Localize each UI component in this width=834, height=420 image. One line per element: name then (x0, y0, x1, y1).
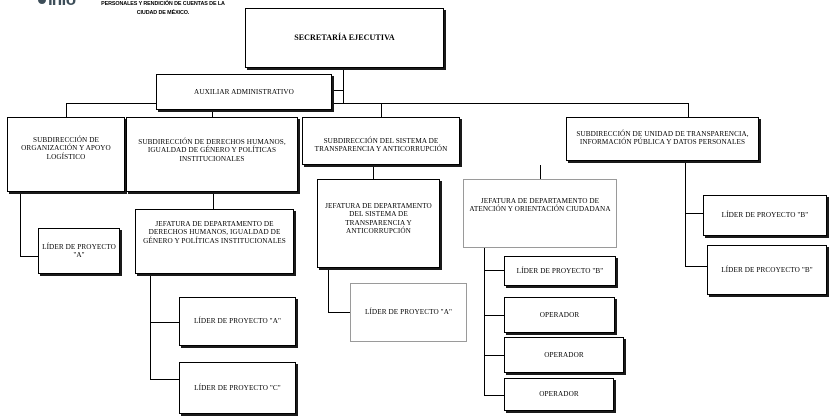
connector-line (150, 379, 179, 380)
operador-label-2: OPERADOR (544, 350, 584, 359)
connector-line (332, 90, 344, 91)
connector-line (685, 266, 707, 267)
lider-proyecto-a-dh-label: LÍDER DE PROYECTO "A" (193, 317, 282, 326)
lider-proyecto-c-dh-label: LÍDER DE PROYECTO "C" (194, 383, 281, 392)
connector-line (343, 90, 344, 103)
connector-line (328, 268, 329, 313)
connector-line (381, 103, 382, 117)
jefatura-sistema-transparencia-label: JEFATURA DE DEPARTAMENTO DEL SISTEMA DE … (325, 202, 432, 235)
subdireccion-organizacion-box: SUBDIRECCIÓN DE ORGANIZACIÓN Y APOYO LOG… (7, 117, 125, 192)
connector-line (20, 256, 38, 257)
connector-line (484, 395, 504, 396)
connector-line (688, 103, 689, 117)
subdireccion-derechos-humanos-label: SUBDIRECCIÓN DE DERECHOS HUMANOS, IGUALD… (138, 138, 286, 163)
operador-label-1: OPERADOR (539, 310, 580, 319)
subdireccion-transparencia-anticorrupcion-label: SUBDIRECCIÓN DEL SISTEMA DE TRANSPARENCI… (314, 137, 448, 154)
connector-line (328, 312, 350, 313)
connector-line (484, 270, 504, 271)
logo-mark-icon (38, 0, 46, 4)
connector-line (150, 322, 179, 323)
auxiliar-administrativo-box: AUXILIAR ADMINISTRATIVO (156, 74, 332, 110)
connector-line (685, 213, 703, 214)
lider-proyecto-c-dh-box: LÍDER DE PROYECTO "C" (179, 362, 296, 414)
jefatura-atencion-ciudadana-label: JEFATURA DE DEPARTAMENTO DE ATENCIÓN Y O… (469, 197, 611, 214)
connector-line (213, 191, 214, 209)
secretaria-ejecutiva-box: SECRETARÍA EJECUTIVA (245, 8, 444, 68)
subdireccion-derechos-humanos-box: SUBDIRECCIÓN DE DERECHOS HUMANOS, IGUALD… (126, 117, 298, 192)
connector-line (212, 103, 213, 117)
operador-label-3: OPERADOR (539, 390, 579, 399)
secretaria-ejecutiva-label: SECRETARÍA EJECUTIVA (294, 33, 395, 43)
lider-proyecto-a-org-box: LÍDER DE PROYECTO "A" (38, 228, 120, 274)
subdireccion-unidad-transparencia-box: SUBDIRECCIÓN DE UNIDAD DE TRANSPARENCIA,… (566, 117, 759, 161)
lider-proyecto-a-sta-box: LÍDER DE PROYECTO "A" (350, 283, 467, 342)
connector-line (66, 103, 689, 104)
lider-proyecto-a-org-label: LÍDER DE PROYECTO "A" (42, 242, 116, 259)
operador-box-3: OPERADOR (504, 378, 614, 411)
operador-box-1: OPERADOR (504, 297, 615, 333)
subdireccion-organizacion-label: SUBDIRECCIÓN DE ORGANIZACIÓN Y APOYO LOG… (21, 136, 111, 161)
connector-line (484, 355, 504, 356)
connector-line (150, 274, 151, 379)
connector-line (484, 248, 485, 395)
lider-proyecto-b-ut-2-box: LÍDER DE PRCOYECTO "B" (707, 245, 827, 295)
subdireccion-transparencia-anticorrupcion-box: SUBDIRECCIÓN DEL SISTEMA DE TRANSPARENCI… (302, 117, 460, 165)
auxiliar-administrativo-label: AUXILIAR ADMINISTRATIVO (194, 87, 294, 96)
institution-logo: info (38, 0, 82, 10)
jefatura-sistema-transparencia-box: JEFATURA DE DEPARTAMENTO DEL SISTEMA DE … (317, 179, 440, 268)
lider-proyecto-b-ut-box: LÍDER DE PROYECTO "B" (703, 195, 827, 236)
connector-line (373, 165, 374, 179)
jefatura-derechos-humanos-label: JEFATURA DE DEPARTAMENTO DE DERECHOS HUM… (143, 220, 286, 245)
connector-line (540, 165, 541, 179)
institution-line-1: PERSONALES Y RENDICIÓN DE CUENTAS DE LA (101, 1, 225, 7)
jefatura-derechos-humanos-box: JEFATURA DE DEPARTAMENTO DE DERECHOS HUM… (135, 209, 294, 274)
connector-line (66, 103, 67, 117)
jefatura-atencion-ciudadana-box: JEFATURA DE DEPARTAMENTO DE ATENCIÓN Y O… (463, 179, 617, 248)
connector-line (484, 315, 504, 316)
lider-proyecto-a-dh-box: LÍDER DE PROYECTO "A" (179, 297, 296, 346)
connector-line (343, 67, 344, 90)
lider-proyecto-a-sta-label: LÍDER DE PROYECTO "A" (364, 308, 453, 317)
connector-line (20, 177, 21, 257)
institution-line-2: CIUDAD DE MÉXICO. (136, 10, 190, 16)
institution-name: PERSONALES Y RENDICIÓN DE CUENTAS DE LA … (88, 0, 238, 18)
logo-text: info (48, 0, 76, 10)
lider-proyecto-b-ut-label: LÍDER DE PROYECTO "B" (721, 211, 809, 220)
subdireccion-unidad-transparencia-label: SUBDIRECCIÓN DE UNIDAD DE TRANSPARENCIA,… (576, 130, 749, 147)
lider-proyecto-b-ut-2-label: LÍDER DE PRCOYECTO "B" (721, 265, 813, 274)
lider-proyecto-b-aoc-label: LÍDER DE PROYECTO "B" (516, 266, 604, 275)
lider-proyecto-b-aoc-box: LÍDER DE PROYECTO "B" (504, 256, 616, 286)
operador-box-2: OPERADOR (504, 337, 624, 373)
